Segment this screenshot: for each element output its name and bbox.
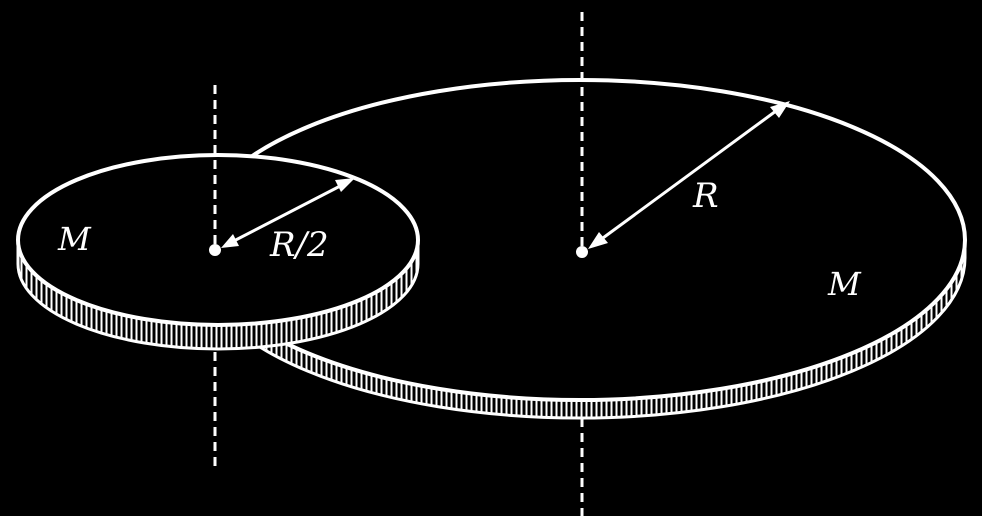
large-disk-center-dot xyxy=(576,246,588,258)
small-disk-radius-label: R/2 xyxy=(269,225,329,265)
large-disk xyxy=(193,78,967,420)
large-disk-radius-label: R xyxy=(692,176,719,216)
large-radius-arrow xyxy=(588,101,790,249)
large-disk-mass-label: M xyxy=(827,265,862,303)
small-disk-center-dot xyxy=(209,244,221,256)
small-radius-arrow xyxy=(221,178,355,248)
small-disk-mass-label: M xyxy=(57,220,92,258)
